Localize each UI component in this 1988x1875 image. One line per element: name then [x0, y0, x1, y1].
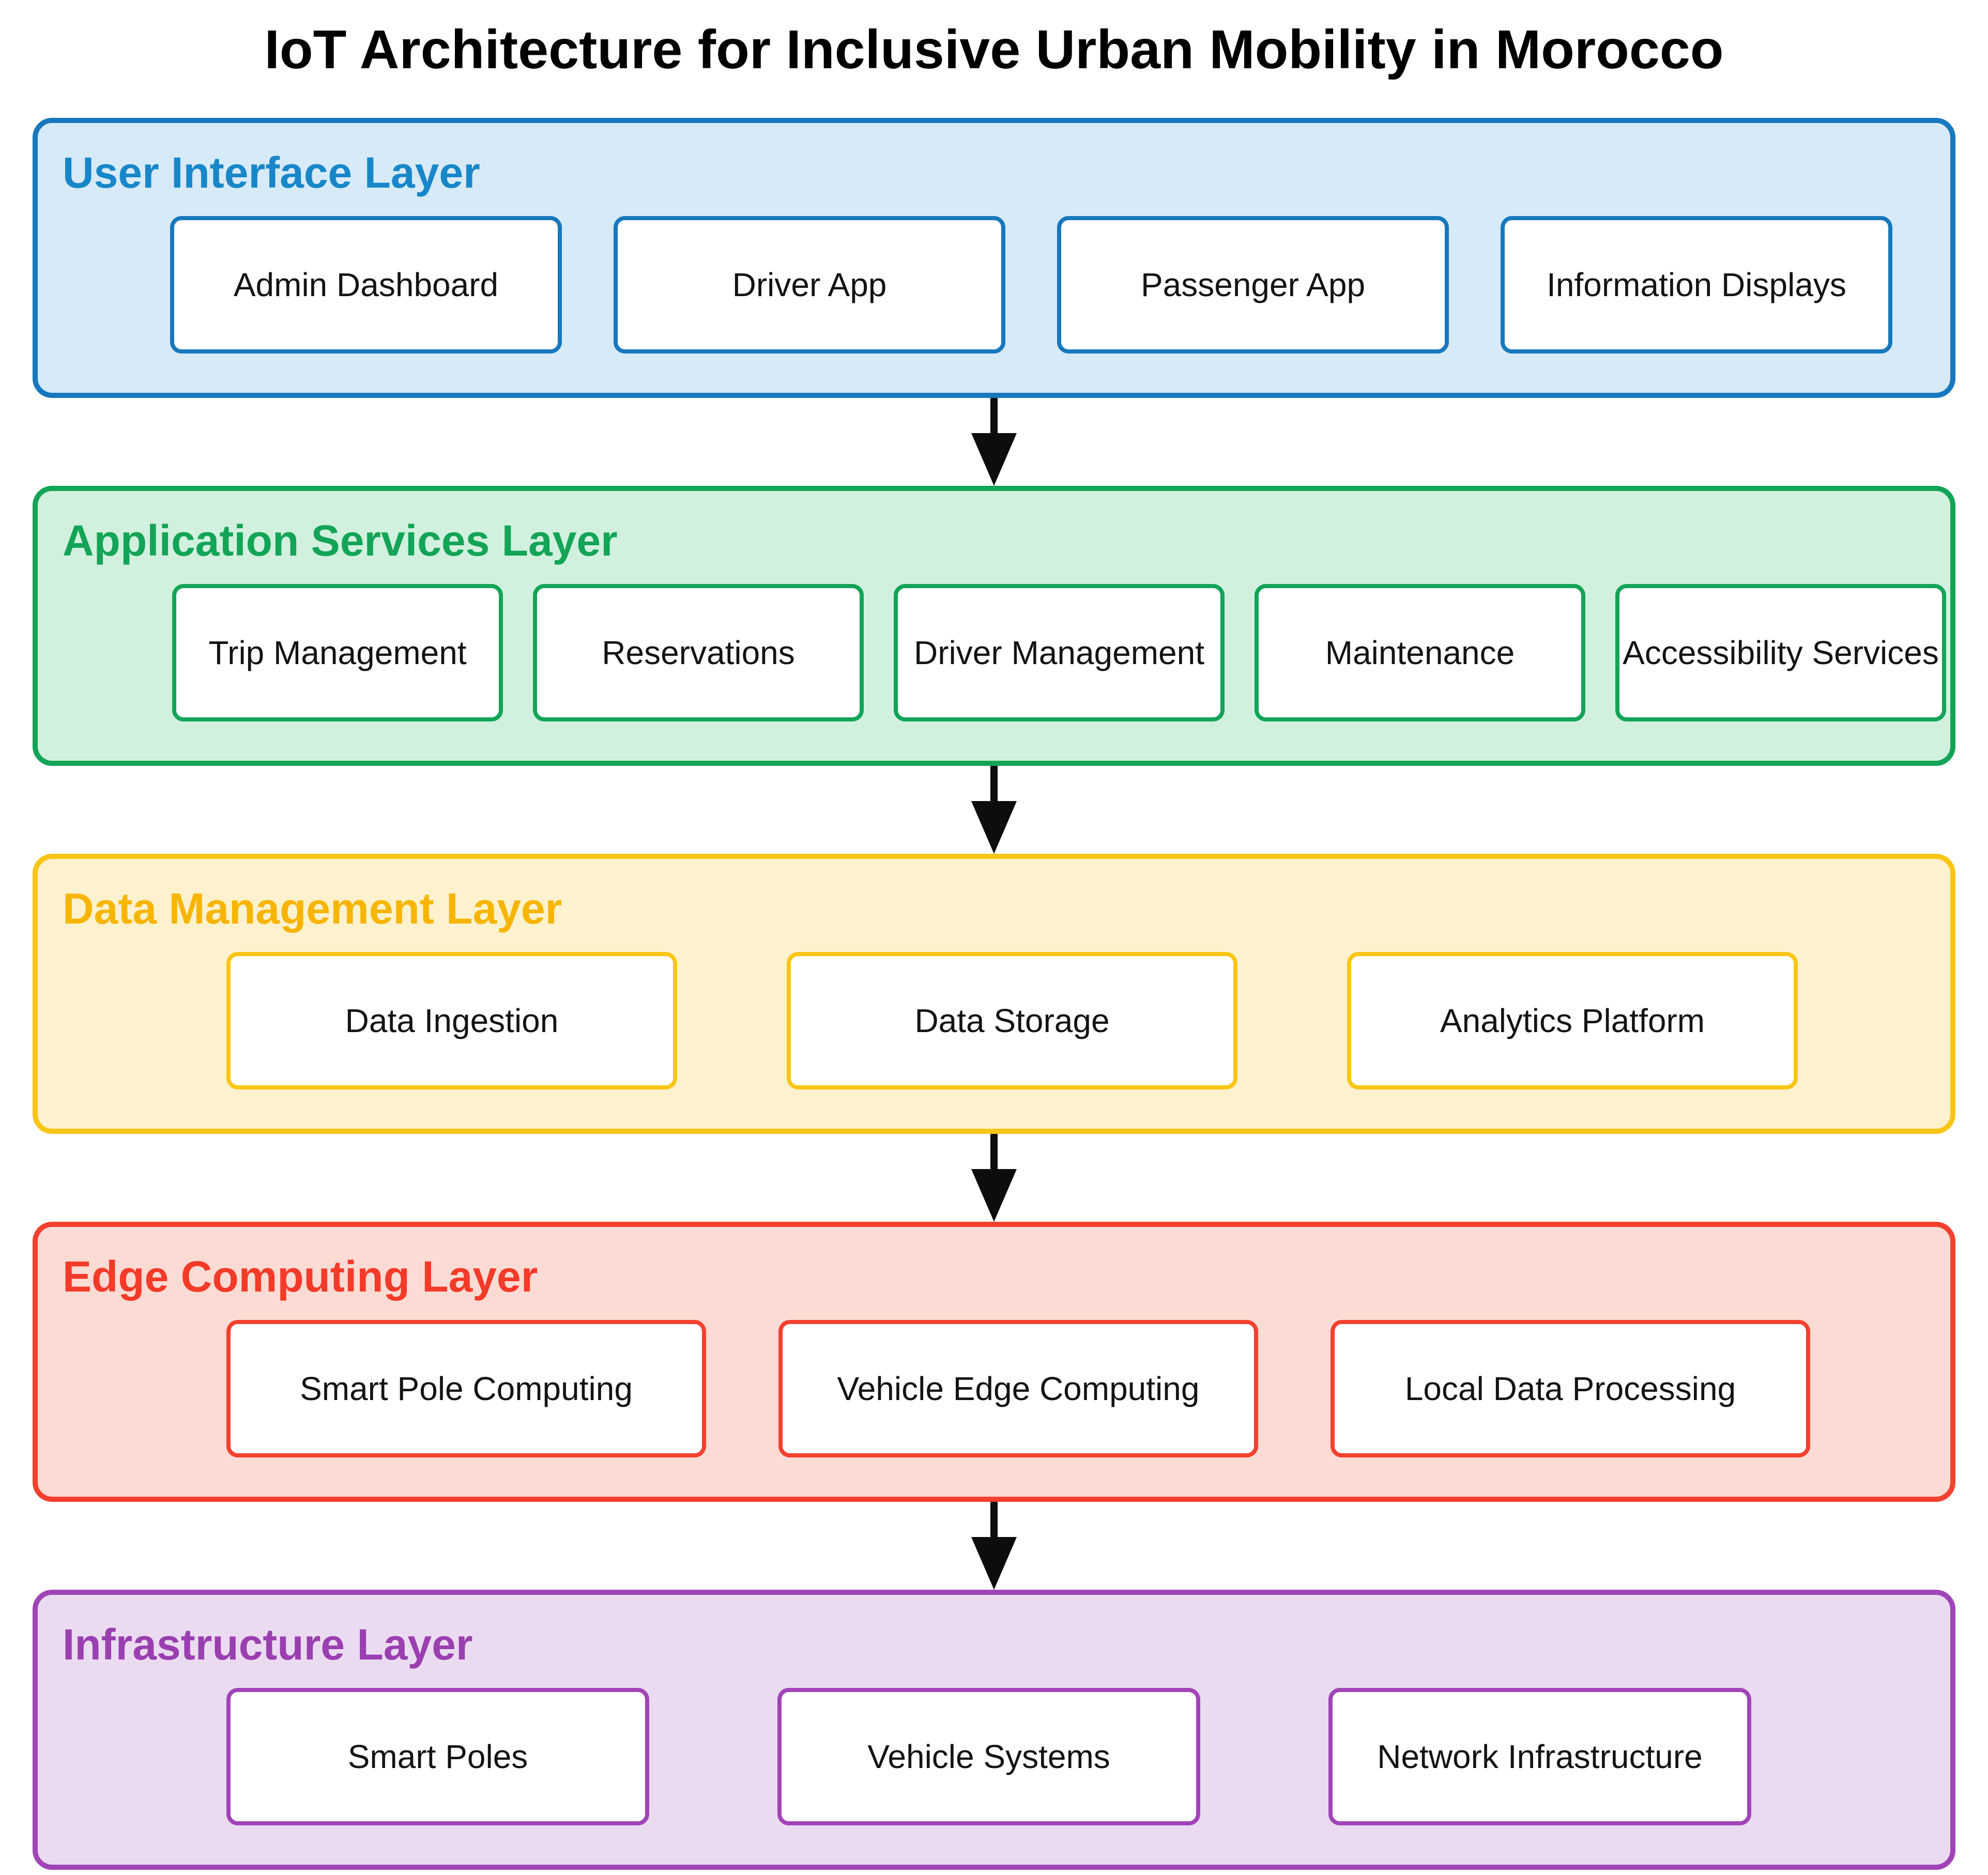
layer-application-services-title: Application Services Layer	[63, 516, 618, 565]
layer-data-management-boxes: Data Ingestion Data Storage Analytics Pl…	[226, 952, 1798, 1089]
node-admin-dashboard: Admin Dashboard	[170, 216, 562, 354]
arrow-stem	[990, 766, 998, 801]
node-local-data-processing: Local Data Processing	[1331, 1320, 1810, 1457]
layer-edge-computing-boxes: Smart Pole Computing Vehicle Edge Comput…	[226, 1320, 1810, 1457]
node-driver-management: Driver Management	[894, 584, 1225, 721]
layer-application-services-boxes: Trip Management Reservations Driver Mana…	[172, 584, 1946, 721]
layer-application-services: Application Services Layer Trip Manageme…	[33, 486, 1955, 766]
node-network-infrastructure: Network Infrastructure	[1328, 1688, 1751, 1825]
down-arrow-4	[33, 1502, 1955, 1590]
layer-infrastructure: Infrastructure Layer Smart Poles Vehicle…	[33, 1590, 1955, 1870]
layer-infrastructure-title: Infrastructure Layer	[63, 1620, 473, 1669]
node-data-storage: Data Storage	[787, 952, 1237, 1089]
node-passenger-app: Passenger App	[1057, 216, 1449, 354]
node-trip-management: Trip Management	[172, 584, 503, 721]
node-smart-pole-computing: Smart Pole Computing	[226, 1320, 706, 1457]
layer-user-interface: User Interface Layer Admin Dashboard Dri…	[33, 118, 1955, 398]
arrow-down-icon	[971, 1169, 1017, 1222]
node-driver-app: Driver App	[614, 216, 1005, 354]
down-arrow-1	[33, 398, 1955, 486]
arrow-down-icon	[971, 801, 1017, 854]
arrow-stem	[990, 1134, 998, 1169]
node-vehicle-edge-computing: Vehicle Edge Computing	[778, 1320, 1258, 1457]
node-vehicle-systems: Vehicle Systems	[777, 1688, 1200, 1825]
layer-user-interface-title: User Interface Layer	[63, 148, 480, 197]
node-smart-poles: Smart Poles	[226, 1688, 649, 1825]
arrow-stem	[990, 398, 998, 433]
node-information-displays: Information Displays	[1501, 216, 1892, 354]
arrow-stem	[990, 1502, 998, 1537]
node-accessibility-services: Accessibility Services	[1615, 584, 1946, 721]
layer-infrastructure-boxes: Smart Poles Vehicle Systems Network Infr…	[226, 1688, 1751, 1825]
down-arrow-2	[33, 766, 1955, 854]
layer-edge-computing-title: Edge Computing Layer	[63, 1252, 538, 1301]
down-arrow-3	[33, 1134, 1955, 1222]
layer-stack: User Interface Layer Admin Dashboard Dri…	[33, 118, 1955, 1870]
node-maintenance: Maintenance	[1255, 584, 1585, 721]
layer-data-management: Data Management Layer Data Ingestion Dat…	[33, 854, 1955, 1134]
arrow-down-icon	[971, 1537, 1017, 1590]
layer-user-interface-boxes: Admin Dashboard Driver App Passenger App…	[170, 216, 1892, 354]
diagram-title: IoT Architecture for Inclusive Urban Mob…	[264, 19, 1724, 80]
layer-edge-computing: Edge Computing Layer Smart Pole Computin…	[33, 1222, 1955, 1502]
node-analytics-platform: Analytics Platform	[1347, 952, 1798, 1089]
arrow-down-icon	[971, 433, 1017, 486]
node-data-ingestion: Data Ingestion	[226, 952, 677, 1089]
layer-data-management-title: Data Management Layer	[63, 884, 562, 933]
node-reservations: Reservations	[533, 584, 864, 721]
